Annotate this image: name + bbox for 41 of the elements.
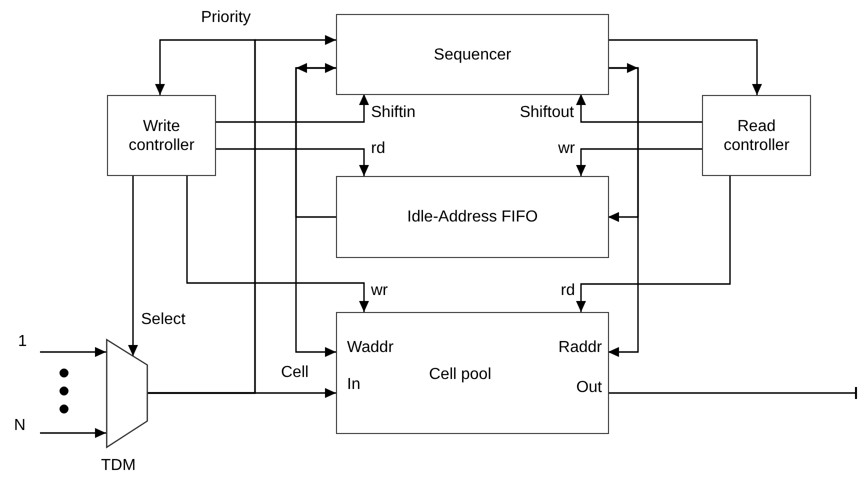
arrow	[576, 175, 731, 312]
sequencer-box	[336, 14, 609, 95]
signal-label: Shiftout	[520, 104, 574, 122]
node-label: Sequencer	[432, 45, 512, 64]
arrow	[147, 388, 336, 398]
port-label: Waddr	[347, 338, 394, 357]
signal-label: Priority	[201, 9, 251, 27]
input-label: 1	[18, 333, 27, 351]
arrow	[608, 67, 639, 357]
node-label: Write controller	[128, 116, 196, 154]
node-label: Read controller	[722, 116, 790, 154]
arrow	[186, 175, 369, 312]
signal-label: wr	[558, 140, 575, 158]
signal-label: wr	[371, 282, 388, 300]
input-label: N	[14, 417, 26, 435]
arrow	[215, 94, 369, 123]
arrow	[576, 94, 702, 123]
node-label: Idle-Address FIFO	[406, 208, 539, 226]
arrow	[40, 347, 106, 357]
arrow	[608, 63, 639, 222]
controller-box	[702, 95, 811, 176]
signal-label: rd	[560, 282, 575, 300]
port-label: Raddr	[558, 338, 602, 357]
signal-label: Shiftin	[371, 104, 416, 122]
signal-label: Cell	[281, 364, 309, 382]
cell-pool-box	[336, 312, 609, 434]
arrow	[40, 428, 106, 438]
arrow	[295, 63, 336, 218]
node-label: Cell pool	[429, 365, 492, 384]
arrow	[128, 175, 138, 356]
node-label: TDM	[101, 456, 136, 475]
signal-label: rd	[371, 140, 386, 158]
arrow	[295, 63, 336, 357]
arrow	[576, 148, 702, 176]
controller-box	[107, 95, 216, 176]
port-label: In	[347, 375, 360, 394]
fifo-box	[336, 176, 609, 258]
arrow	[215, 148, 369, 176]
port-label: Out	[576, 378, 602, 397]
arrow	[608, 39, 762, 95]
signal-label: Select	[141, 311, 186, 329]
